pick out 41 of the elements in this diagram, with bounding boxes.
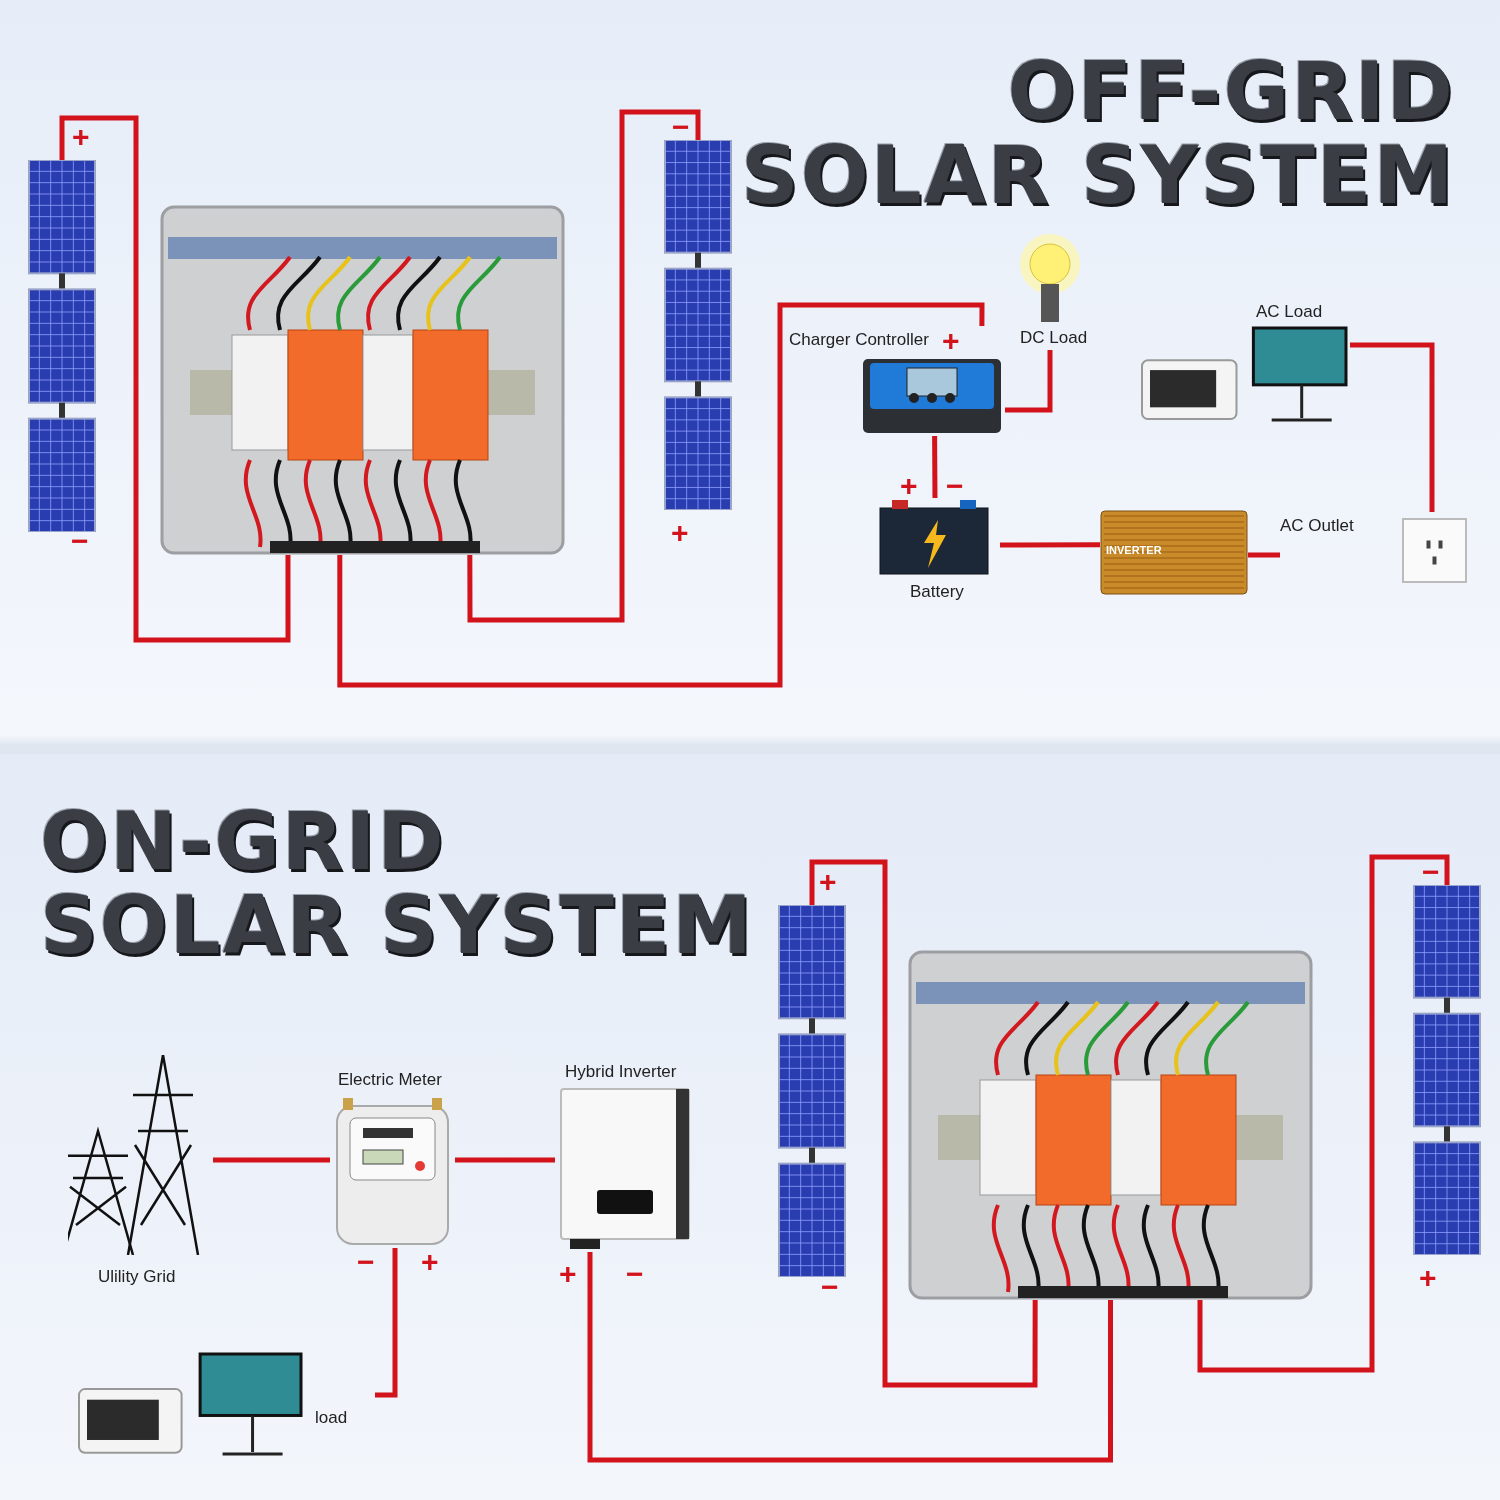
device-label: INVERTER	[1106, 544, 1162, 556]
polarity-sign: −	[1422, 857, 1440, 887]
polarity-sign: −	[946, 471, 964, 501]
device-label: Charger Controller	[789, 330, 929, 350]
polarity-sign: +	[819, 867, 837, 897]
polarity-sign: +	[900, 471, 918, 501]
polarity-sign: +	[671, 518, 689, 548]
polarity-sign: +	[942, 326, 960, 356]
section-heading: OFF-GRID SOLAR SYSTEM	[740, 50, 1455, 218]
device-label: Battery	[910, 582, 964, 602]
polarity-sign: +	[72, 122, 90, 152]
wire	[337, 302, 985, 688]
device-label: load	[315, 1408, 348, 1428]
polarity-sign: +	[1419, 1263, 1437, 1293]
polarity-sign: −	[821, 1272, 839, 1302]
device-label: AC Load	[1256, 302, 1323, 322]
polarity-sign: +	[421, 1247, 439, 1277]
section-heading: ON-GRID SOLAR SYSTEM	[40, 800, 755, 968]
wire	[455, 1157, 555, 1163]
wire	[59, 115, 291, 643]
wire	[213, 1157, 330, 1163]
wire	[932, 436, 938, 498]
wire	[1000, 542, 1100, 548]
device-label: DC Load	[1020, 328, 1088, 348]
device-label: Ulility Grid	[98, 1267, 176, 1287]
wire	[375, 1248, 398, 1398]
wire	[467, 109, 701, 623]
polarity-sign: −	[71, 526, 89, 556]
wire	[1248, 552, 1280, 558]
wire	[809, 859, 1038, 1388]
polarity-sign: −	[626, 1259, 644, 1289]
device-label: Hybrid Inverter	[565, 1062, 677, 1082]
wire	[587, 1252, 1113, 1463]
polarity-sign: +	[559, 1259, 577, 1289]
wire	[1005, 350, 1053, 413]
device-label: AC Outlet	[1280, 516, 1354, 536]
wire	[1350, 342, 1435, 512]
device-label: Electric Meter	[338, 1070, 442, 1090]
polarity-sign: −	[357, 1247, 375, 1277]
polarity-sign: −	[672, 112, 690, 142]
wire	[1197, 854, 1450, 1373]
